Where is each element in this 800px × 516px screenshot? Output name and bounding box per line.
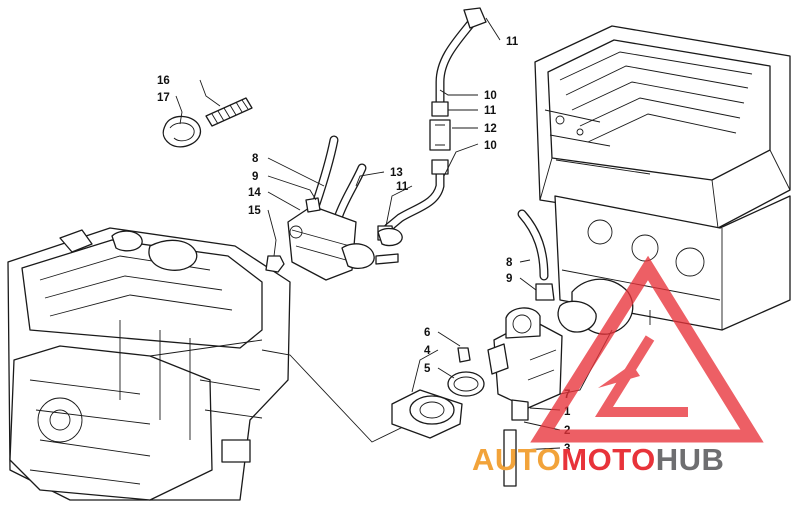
callout-8-carb: 8 (506, 257, 513, 269)
callout-9-pump: 9 (252, 171, 258, 183)
logo-triangle-outer (530, 255, 764, 443)
callout-13: 13 (390, 167, 403, 179)
carburetor (487, 307, 563, 421)
callout-1: 1 (564, 406, 571, 418)
leader-lines (175, 17, 613, 451)
pulse-hose (311, 135, 367, 223)
watermark-text-moto: MOTO (561, 442, 655, 477)
callout-8-pump: 8 (252, 153, 259, 165)
hose-clamp-upper (431, 101, 449, 117)
fuel-filter (429, 119, 451, 151)
engine-assembly-left (7, 227, 291, 501)
callout-5: 5 (424, 363, 431, 375)
callout-6: 6 (424, 327, 430, 339)
callout-10-lower: 10 (484, 140, 497, 152)
callout-17: 17 (157, 92, 170, 104)
watermark-logo (530, 255, 764, 443)
overflow-tube (503, 429, 517, 487)
callout-15: 15 (248, 205, 261, 217)
fuel-pump (287, 197, 403, 281)
callout-11-top: 11 (506, 36, 519, 48)
callout-11-lower: 11 (396, 181, 409, 193)
logo-triangle-inner (595, 335, 688, 417)
carb-clamp (447, 371, 485, 397)
small-cap (457, 347, 471, 363)
callout-11-middle: 11 (484, 105, 497, 117)
hose-clamp-ring (162, 115, 202, 148)
vent-hose (517, 209, 555, 301)
intake-flange (391, 389, 463, 439)
spring (205, 97, 253, 127)
callout-16: 16 (157, 75, 170, 87)
callout-12: 12 (484, 123, 497, 135)
airbox-housing (534, 25, 791, 229)
callout-4: 4 (424, 345, 431, 357)
fuel-hose-upper (435, 7, 487, 107)
watermark-text-auto: AUTO (472, 442, 561, 477)
callout-9-carb: 9 (506, 273, 512, 285)
callout-10-upper: 10 (484, 90, 497, 102)
callout-14: 14 (248, 187, 261, 199)
logo-arrow-shape (598, 364, 640, 388)
callout-3: 3 (564, 443, 570, 455)
watermark-text: AUTOMOTOHUB (472, 442, 724, 477)
watermark-text-hub: HUB (656, 442, 725, 477)
callout-labels: 11 16 17 10 11 12 10 8 9 13 14 11 15 8 9… (157, 36, 571, 455)
nut (265, 255, 285, 273)
